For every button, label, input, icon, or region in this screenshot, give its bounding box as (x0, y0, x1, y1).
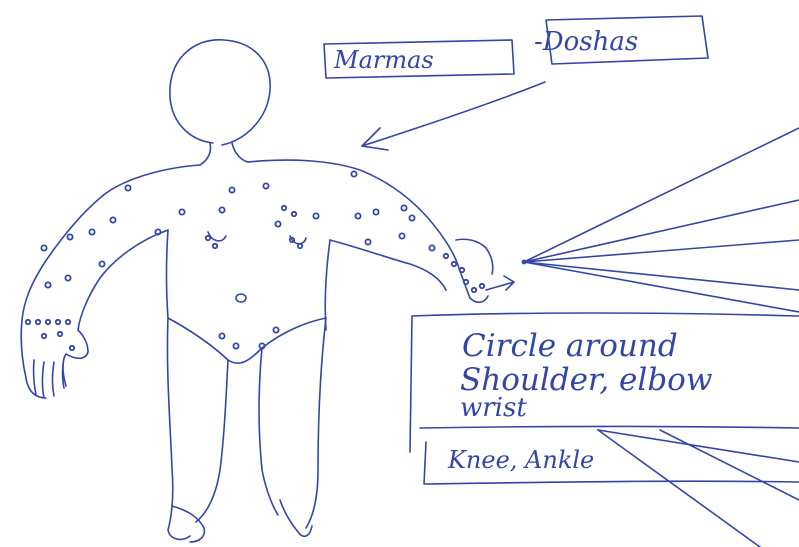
marma-point (429, 245, 434, 250)
hip-line (168, 318, 326, 363)
note-connector (598, 430, 799, 462)
navel-mark (236, 294, 246, 302)
marma-point (275, 221, 280, 226)
marma-point (351, 171, 356, 176)
right-leg-outer (306, 318, 326, 528)
fan-line (524, 262, 799, 290)
marma-point (89, 229, 94, 234)
note-line-3: wrist (460, 393, 527, 423)
marma-point (45, 282, 50, 287)
neck-right (232, 143, 248, 162)
marma-point (452, 262, 456, 266)
marma-point (399, 233, 404, 238)
marma-point (125, 185, 130, 190)
marma-point (46, 320, 50, 324)
fan-line (524, 262, 799, 312)
marma-point (233, 343, 238, 348)
marma-point (365, 239, 370, 244)
marma-point (110, 217, 115, 222)
marma-point (219, 333, 224, 338)
marma-point (41, 245, 46, 250)
left-leg-outer (167, 318, 190, 539)
marma-point (464, 280, 468, 284)
marma-point (373, 209, 378, 214)
left-arm-outer (21, 165, 200, 378)
marma-point (292, 212, 296, 216)
marma-point (460, 268, 464, 272)
marma-point (229, 187, 234, 192)
marma-point (213, 244, 217, 248)
note-line-1: Circle around (462, 328, 678, 364)
torso-right (325, 240, 330, 330)
left-leg-inner (196, 360, 228, 522)
fan-line (524, 240, 799, 262)
marma-point (219, 207, 224, 212)
pointer-arrow (362, 82, 545, 146)
marma-point (155, 229, 160, 234)
body-figure (21, 40, 493, 542)
marma-point (42, 334, 46, 338)
neck-left (200, 143, 211, 165)
note-connector (598, 430, 760, 547)
marma-point (56, 320, 60, 324)
marma-point (259, 343, 264, 348)
marma-point (355, 213, 360, 218)
label-doshas: -Doshas (534, 27, 638, 57)
marma-point (263, 183, 268, 188)
marma-points (26, 171, 484, 350)
marma-point (313, 213, 318, 218)
marma-point (99, 261, 104, 266)
marma-point (273, 327, 278, 332)
marma-point (179, 209, 184, 214)
left-hand (26, 330, 88, 398)
marma-point (66, 320, 70, 324)
head-outline (170, 40, 270, 145)
label-marmas: Marmas (333, 46, 434, 74)
right-foot (280, 500, 312, 536)
marma-point (26, 320, 30, 324)
note-box: Circle around Shoulder, elbow wrist Knee… (410, 313, 799, 547)
marma-point (401, 205, 406, 210)
left-arm-inner (78, 230, 168, 330)
marma-point (480, 284, 484, 288)
marma-point (444, 254, 448, 258)
fan-line (524, 200, 799, 262)
fan-line (524, 128, 799, 262)
marma-point (472, 288, 476, 292)
marma-arc (208, 232, 226, 241)
right-leg-inner (259, 348, 278, 515)
torso-left (167, 230, 169, 318)
title-labels: Marmas -Doshas (324, 16, 708, 150)
marma-point (58, 332, 62, 336)
connector-fan (486, 128, 799, 312)
marma-point (409, 215, 414, 220)
marma-point (65, 275, 70, 280)
note-line-4: Knee, Ankle (447, 446, 594, 474)
marma-point (67, 234, 72, 239)
marma-point (36, 320, 40, 324)
marma-point (70, 346, 74, 350)
wrist-arrow (486, 276, 514, 290)
marma-point (282, 206, 286, 210)
